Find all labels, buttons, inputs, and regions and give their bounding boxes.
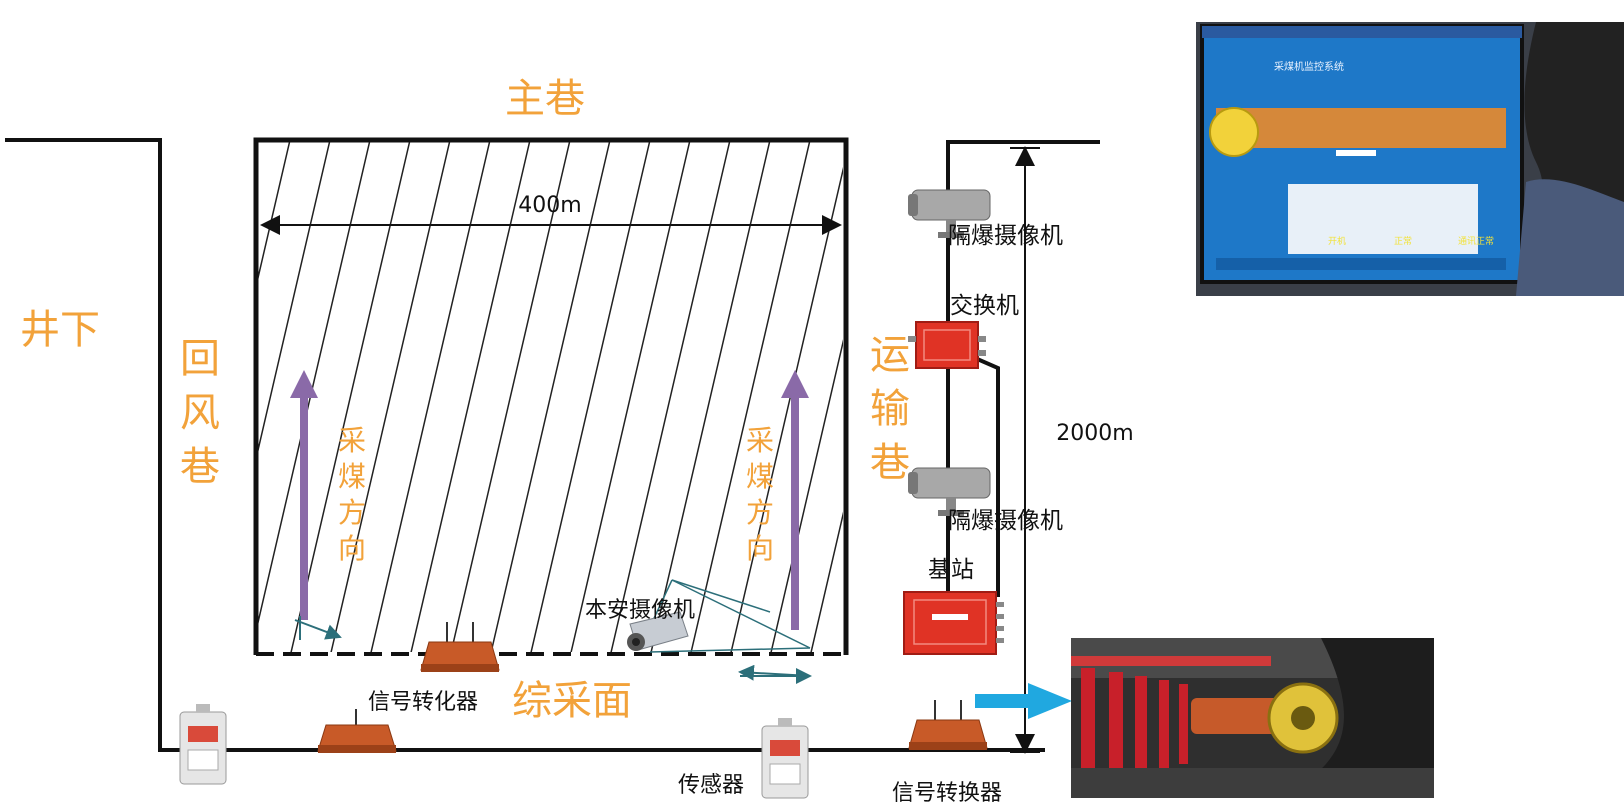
transport-roadway-label: 运输巷 <box>870 332 910 486</box>
sensor-icon <box>179 704 227 785</box>
intrinsic-camera-icon <box>627 611 689 651</box>
signal-converter-icon <box>420 622 500 672</box>
roadway-outline <box>5 138 1100 752</box>
signal-converter-icon <box>317 709 397 753</box>
monitor-title: 采煤机监控系统 <box>1274 62 1344 73</box>
signal-converter-label: 信号转换器 <box>892 781 1002 806</box>
coal-face-photo <box>1071 638 1434 798</box>
sensor-icon <box>761 718 809 799</box>
pointer-arrow <box>975 683 1072 719</box>
monitor-illustration <box>1196 22 1624 296</box>
mining-direction-label: 采煤方向 <box>746 424 774 565</box>
monitor-status-2: 正常 <box>1394 237 1413 247</box>
explosion-proof-camera-label: 隔爆摄像机 <box>948 508 1063 534</box>
width-dimension-label: 400m <box>518 193 581 218</box>
face-motion-arrows <box>294 616 812 684</box>
return-air-roadway-label: 回风巷 <box>180 336 220 490</box>
base-station-label: 基站 <box>928 557 974 583</box>
mining-direction-label: 采煤方向 <box>338 424 366 565</box>
switch-label: 交换机 <box>950 293 1019 319</box>
intrinsic-camera-label: 本安摄像机 <box>585 598 695 623</box>
explosion-proof-camera-icon <box>908 189 991 238</box>
main-roadway-label: 主巷 <box>505 76 585 122</box>
coal-face-illustration <box>1071 638 1434 798</box>
monitoring-screen-photo: 采煤机监控系统 开机 正常 通讯正常 <box>1196 22 1624 296</box>
switch-icon <box>908 321 986 369</box>
monitor-status-3: 通讯正常 <box>1458 237 1495 247</box>
explosion-proof-camera-label: 隔爆摄像机 <box>948 223 1063 249</box>
signal-converter-label: 信号转化器 <box>368 690 478 715</box>
underground-label: 井下 <box>20 307 100 353</box>
signal-converter-icon <box>908 700 988 750</box>
length-dimension-label: 2000m <box>1056 421 1133 446</box>
mining-direction-arrows <box>290 370 809 630</box>
monitor-status-1: 开机 <box>1328 237 1347 247</box>
base-station-icon <box>903 591 1004 655</box>
explosion-proof-camera-icon <box>908 467 991 516</box>
sensor-label: 传感器 <box>678 773 744 798</box>
fully-mechanized-face-label: 综采面 <box>512 678 632 724</box>
